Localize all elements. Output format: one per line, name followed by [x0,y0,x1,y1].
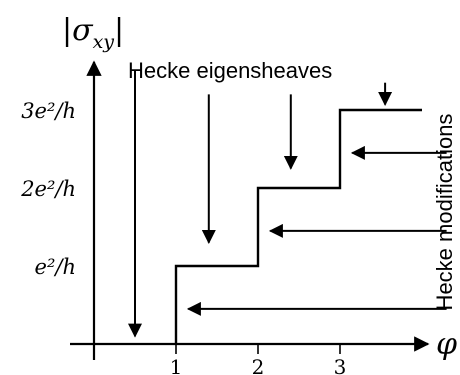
x-tick-label: 2 [252,355,265,375]
x-tick-label: 1 [170,355,183,375]
y-axis-label: |σxy| [62,13,124,53]
y-tick-label: 2e²/h [20,177,76,201]
staircase-series-line [174,108,422,344]
y-tick-label: 3e²/h [21,99,76,123]
x-tick-label: 3 [334,355,347,375]
y-tick-label: e²/h [35,255,76,279]
x-axis-label: φ [436,327,457,362]
hecke-eigensheaves-label: Hecke eigensheaves [128,58,332,83]
hecke-modifications-label: Hecke modifications [432,114,457,311]
